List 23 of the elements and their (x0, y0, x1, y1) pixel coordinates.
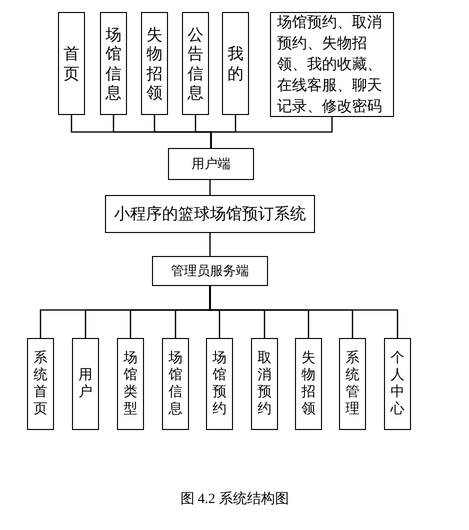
client-box: 管理员服务端 (152, 256, 268, 286)
module-box: 系统首页 (27, 338, 54, 430)
module-box: 取消预约 (251, 338, 278, 430)
module-box: 首页 (58, 12, 85, 115)
feature-box: 场馆预约、取消预约、失物招领、我的收藏、在线客服、聊天记录、修改密码 (270, 12, 394, 117)
module-box: 场馆信息 (162, 338, 189, 430)
connector-line (209, 180, 211, 195)
connector-line (210, 117, 333, 148)
module-box: 系统管理 (339, 338, 366, 430)
module-box: 个人中心 (384, 338, 411, 430)
module-box: 场馆类型 (117, 338, 144, 430)
module-box: 失物招领 (141, 12, 168, 115)
module-box: 我的 (222, 12, 249, 115)
module-box: 场馆信息 (100, 12, 127, 115)
module-box: 场馆预约 (206, 338, 233, 430)
connector-line (209, 286, 398, 338)
system-box: 小程序的篮球场馆预订系统 (105, 195, 315, 233)
client-box: 用户端 (168, 148, 254, 180)
module-box: 用户 (72, 338, 99, 430)
module-box: 公告信息 (182, 12, 209, 115)
module-box: 失物招领 (295, 338, 322, 430)
connector-line (209, 233, 211, 256)
figure-caption: 图 4.2 系统结构图 (179, 490, 290, 508)
